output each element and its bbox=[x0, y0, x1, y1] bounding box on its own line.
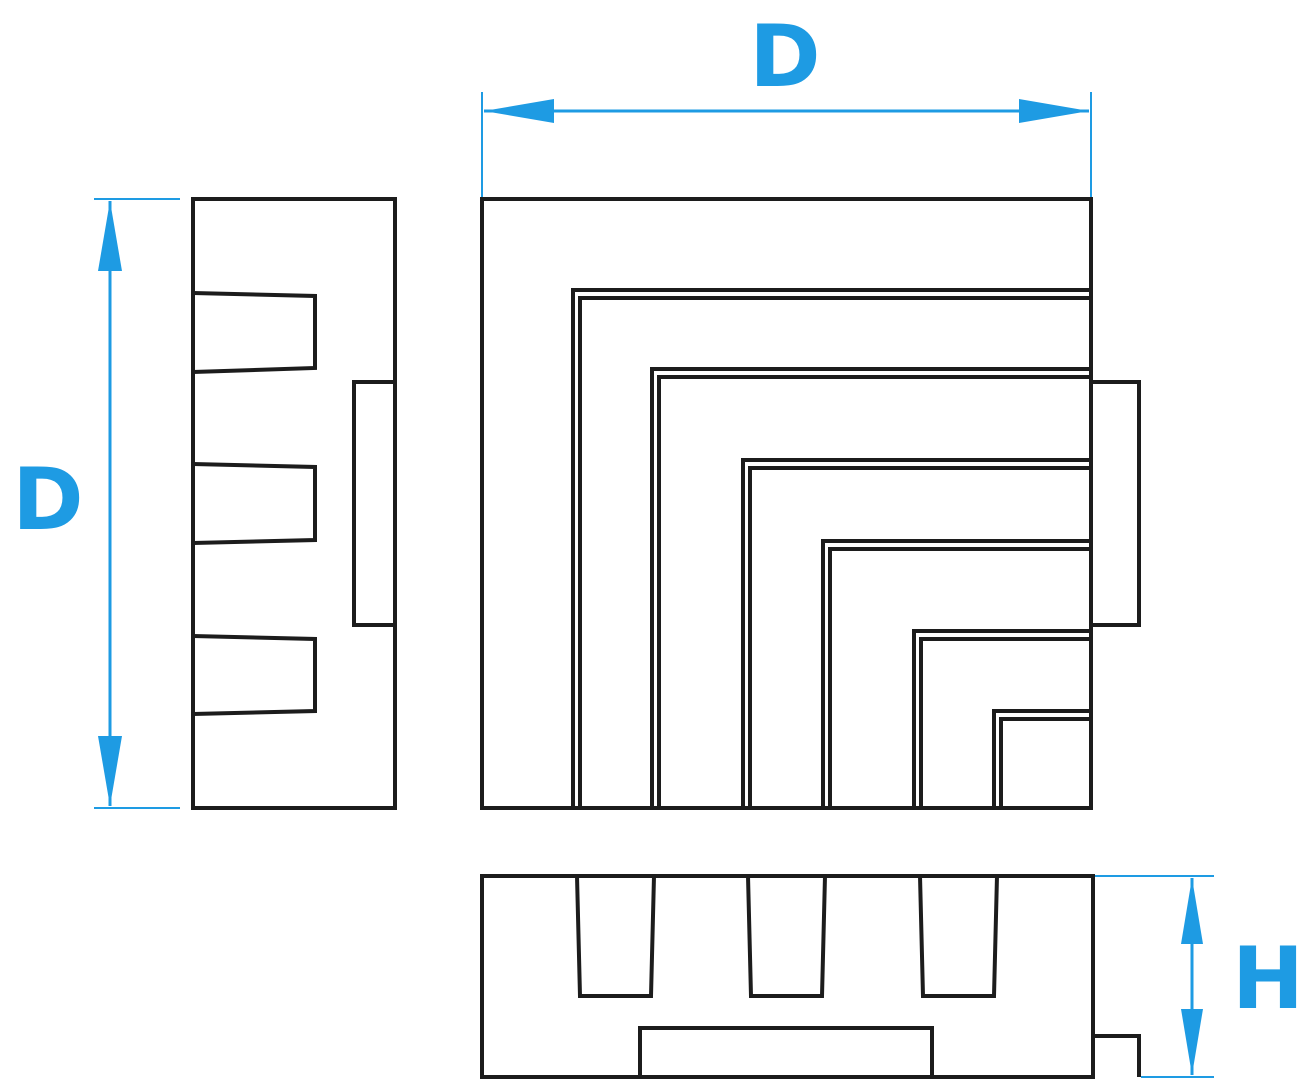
front-view-slot-3 bbox=[918, 875, 999, 998]
front-view-slot-2 bbox=[746, 875, 827, 998]
top-view bbox=[480, 197, 1141, 810]
side-view-slot-1 bbox=[192, 291, 317, 374]
concentric-ridge-5 bbox=[912, 629, 1089, 808]
dimension-label-front: H bbox=[1232, 929, 1304, 1029]
dimension-top-width: D bbox=[481, 7, 1092, 197]
dimension-side-height: D bbox=[12, 198, 180, 809]
arrow-left-icon bbox=[484, 99, 554, 123]
arrow-down-icon bbox=[98, 736, 122, 806]
dimension-label-top: D bbox=[749, 7, 820, 107]
top-view-outline bbox=[480, 197, 1093, 810]
arrow-right-icon bbox=[1019, 99, 1089, 123]
front-view-tab bbox=[1093, 1034, 1141, 1077]
concentric-ridge-6 bbox=[992, 709, 1089, 808]
arrow-up-icon bbox=[1181, 878, 1203, 944]
side-view-tab bbox=[352, 380, 395, 627]
arrow-down-icon bbox=[1181, 1009, 1203, 1075]
front-view-base-pad bbox=[638, 1026, 934, 1077]
top-view-tab bbox=[1091, 380, 1141, 627]
concentric-ridge-4 bbox=[821, 539, 1089, 808]
dimension-label-side: D bbox=[12, 450, 83, 550]
arrow-up-icon bbox=[98, 201, 122, 271]
front-view bbox=[480, 874, 1141, 1079]
side-view-slot-3 bbox=[192, 634, 317, 716]
side-view-outline bbox=[191, 197, 397, 810]
front-view-slot-1 bbox=[575, 875, 656, 998]
concentric-ridge-3 bbox=[741, 458, 1089, 808]
side-view bbox=[191, 197, 397, 810]
dimension-front-height: H bbox=[1095, 875, 1304, 1078]
concentric-ridge-2 bbox=[650, 367, 1089, 808]
side-view-slot-2 bbox=[192, 462, 317, 545]
concentric-ridge-1 bbox=[571, 288, 1089, 808]
front-view-outline bbox=[480, 874, 1095, 1079]
